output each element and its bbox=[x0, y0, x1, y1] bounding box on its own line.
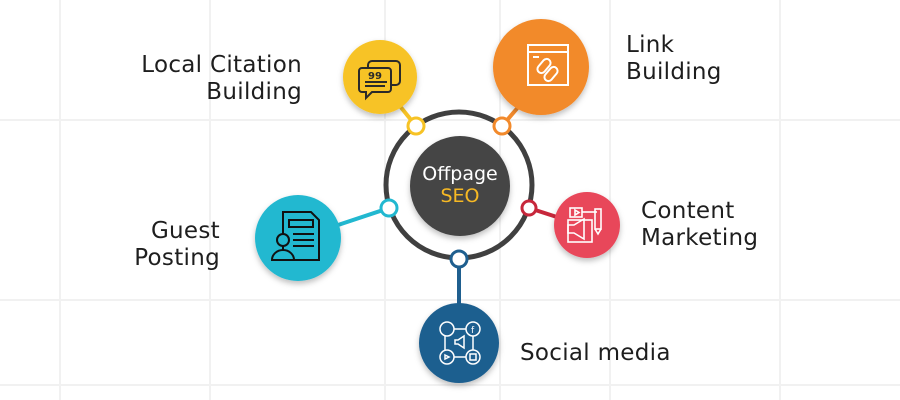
node-guest-posting bbox=[255, 195, 341, 281]
label-line: Posting bbox=[134, 245, 220, 271]
label-link-building: Link Building bbox=[626, 32, 722, 86]
label-line: Local Citation bbox=[141, 52, 302, 78]
node-social-media: f bbox=[419, 303, 499, 383]
browser-link-icon bbox=[527, 44, 569, 86]
center-title: Offpage SEO bbox=[410, 163, 510, 207]
label-line: Guest bbox=[150, 218, 220, 244]
label-guest-posting: Guest Posting bbox=[80, 218, 220, 272]
label-local-citation: Local Citation Building bbox=[80, 52, 302, 106]
label-content-marketing: Content Marketing bbox=[641, 198, 758, 252]
megaphone-video-pencil-icon bbox=[567, 207, 602, 243]
label-line: Building bbox=[206, 79, 302, 105]
label-social-media: Social media bbox=[520, 340, 671, 367]
node-local-citation: 99 bbox=[343, 40, 417, 114]
knob-guest-posting bbox=[379, 198, 399, 218]
svg-text:99: 99 bbox=[368, 71, 382, 82]
social-network-icon: f bbox=[439, 321, 481, 365]
label-line: Content bbox=[641, 198, 735, 224]
svg-text:f: f bbox=[471, 326, 475, 336]
quote-chat-icon: 99 bbox=[358, 60, 401, 101]
knob-local-citation bbox=[406, 116, 426, 136]
knob-link-building bbox=[492, 116, 512, 136]
label-line: Social media bbox=[520, 340, 671, 366]
user-document-icon bbox=[270, 211, 320, 261]
label-line: Marketing bbox=[641, 225, 759, 251]
knob-social-media bbox=[449, 249, 469, 269]
label-line: Link bbox=[626, 32, 675, 58]
node-content-marketing bbox=[554, 192, 620, 258]
center-circle bbox=[410, 136, 510, 236]
node-link-building bbox=[493, 19, 589, 115]
center-title-line1: Offpage bbox=[422, 163, 498, 185]
knob-content-marketing bbox=[520, 199, 538, 217]
center-title-line2: SEO bbox=[440, 185, 480, 207]
label-line: Building bbox=[626, 59, 722, 85]
